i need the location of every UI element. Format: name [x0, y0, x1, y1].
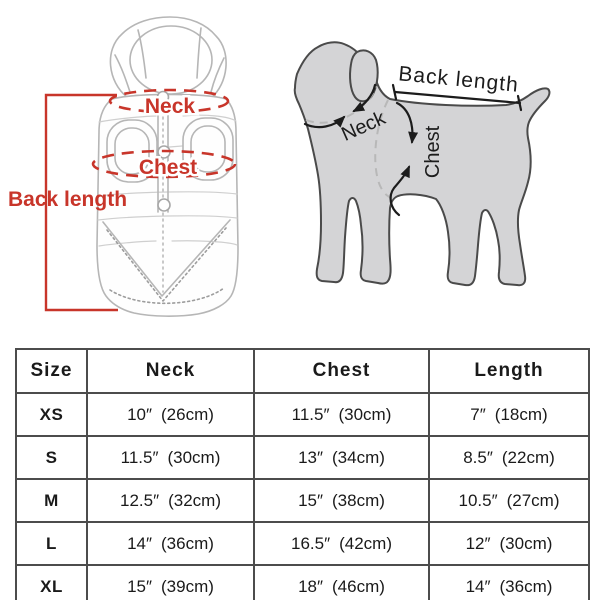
measurement-cell: 11.5″(30cm)	[253, 392, 430, 437]
header-length: Length	[428, 348, 590, 394]
measurement-cell: 14″(36cm)	[428, 564, 590, 600]
measurement-cell: 7″(18cm)	[428, 392, 590, 437]
measurement-cell: 12″(30cm)	[428, 521, 590, 566]
measurement-cell: 10.5″(27cm)	[428, 478, 590, 523]
measurement-cell: 16.5″(42cm)	[253, 521, 430, 566]
size-cell: M	[15, 478, 88, 523]
jacket-neck-ellipse	[108, 88, 230, 114]
dog-chest-label: Chest	[422, 125, 444, 178]
measurement-cell: 8.5″(22cm)	[428, 435, 590, 480]
dog-ear	[349, 49, 379, 103]
neck-arrow-right	[352, 83, 377, 113]
header-neck: Neck	[86, 348, 255, 394]
jacket-neck-label: Neck	[145, 95, 196, 118]
jacket-illustration	[96, 16, 239, 317]
jacket-chest-label: Chest	[139, 156, 197, 179]
size-cell: L	[15, 521, 88, 566]
measurement-cell: 18″(46cm)	[253, 564, 430, 600]
measurement-cell: 10″(26cm)	[86, 392, 255, 437]
dog-neck-guide	[305, 85, 377, 124]
header-chest: Chest	[253, 348, 430, 394]
jacket-chest-ellipse	[91, 149, 237, 179]
dog-illustration: Back length Neck Chest	[293, 41, 551, 287]
jacket-armhole-right	[182, 117, 234, 181]
measurement-cell: 12.5″(32cm)	[86, 478, 255, 523]
jacket-button	[157, 198, 171, 212]
back-length-tick-right	[516, 94, 523, 112]
measurement-diagram: Neck Chest Back length Back l	[8, 16, 551, 317]
back-length-bracket	[44, 93, 118, 312]
jacket-back-length-label: Back length	[8, 188, 127, 211]
measurement-cell: 15″(38cm)	[253, 478, 430, 523]
jacket-button	[156, 90, 170, 104]
chest-arrow-down	[395, 101, 419, 144]
jacket-hood	[109, 16, 227, 99]
neck-arrow-left	[303, 115, 346, 129]
table-header-row: Size Neck Chest Length	[15, 348, 590, 394]
dog-back-length-label: Back length	[397, 62, 519, 96]
size-cell: XL	[15, 564, 88, 600]
size-cell: XS	[15, 392, 88, 437]
back-length-measure-line	[393, 90, 522, 105]
chest-arrow-up	[389, 165, 411, 217]
measurement-cell: 14″(36cm)	[86, 521, 255, 566]
size-cell: S	[15, 435, 88, 480]
jacket-armhole-left	[106, 119, 158, 183]
back-length-tick-left	[391, 83, 398, 101]
header-size: Size	[15, 348, 88, 394]
jacket-annotations: Neck Chest Back length	[8, 88, 237, 312]
dog-annotations	[303, 83, 523, 217]
measurement-cell: 13″(34cm)	[253, 435, 430, 480]
measurement-cell: 11.5″(30cm)	[86, 435, 255, 480]
measurement-cell: 15″(39cm)	[86, 564, 255, 600]
